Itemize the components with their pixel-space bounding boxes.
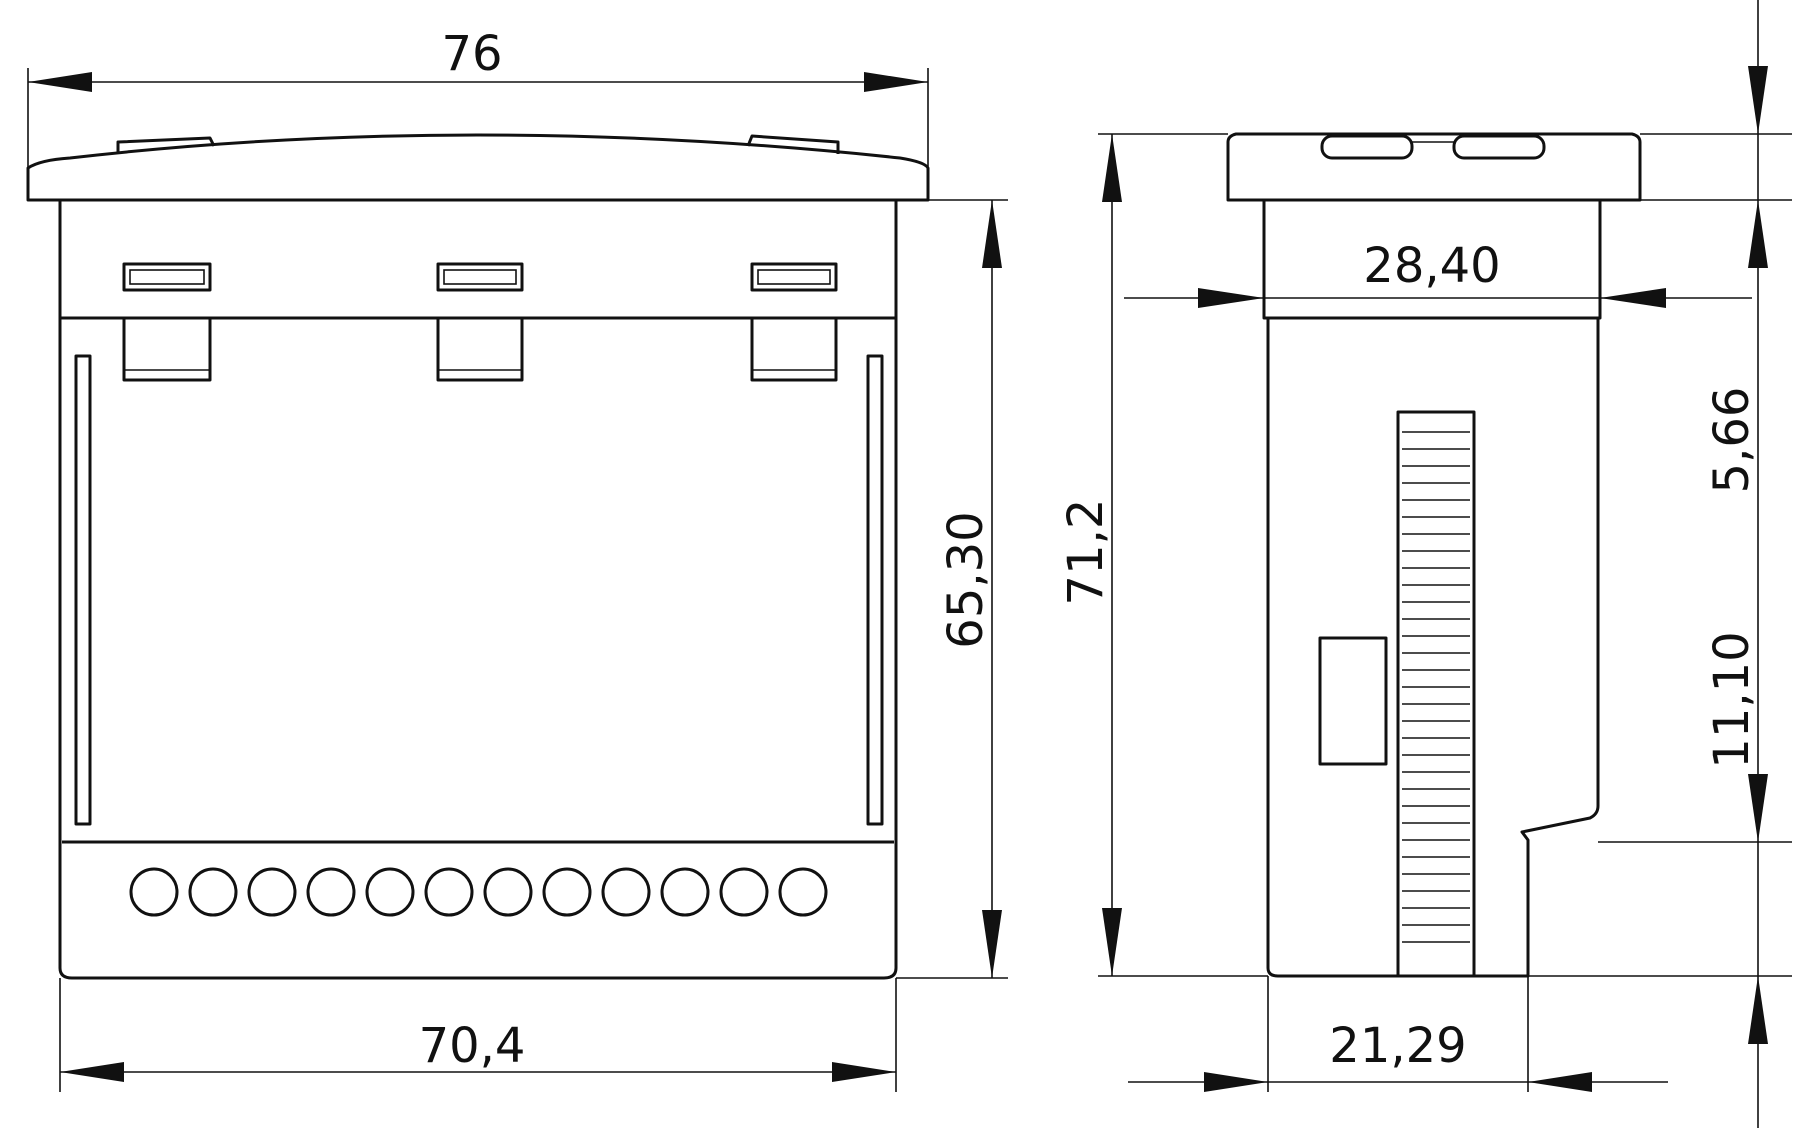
- connector-ribs: [1402, 431, 1470, 943]
- terminal-holes: [129, 867, 828, 917]
- dim-side-total-height: 71,2: [1058, 133, 1268, 977]
- front-bezel: [26, 133, 930, 202]
- dim-label-71-2: 71,2: [1058, 499, 1114, 606]
- dim-label-76: 76: [441, 26, 502, 82]
- front-lower-body: [58, 318, 898, 980]
- side-label-window: [1318, 636, 1388, 766]
- clip-leg-right: [750, 318, 838, 382]
- terminal-hole: [542, 867, 592, 917]
- side-rail-left: [74, 354, 92, 826]
- side-view: 71,2 28,40 21,29: [1058, 0, 1792, 1128]
- dim-label-28-40: 28,40: [1363, 238, 1500, 294]
- clip-slot-right: [750, 262, 838, 292]
- terminal-hole: [660, 867, 710, 917]
- terminal-hole: [306, 867, 356, 917]
- dim-side-body-width: 28,40: [1124, 238, 1752, 308]
- clip-slot-right-inner: [757, 269, 831, 285]
- terminal-hole: [129, 867, 179, 917]
- dim-front-height: 65,30: [896, 199, 1008, 979]
- bezel-tab-left: [116, 136, 216, 154]
- clip-slot-center: [436, 262, 524, 292]
- dim-side-right-verticals: 5,66 11,10: [1528, 0, 1792, 1128]
- clip-slot-center-inner: [443, 269, 517, 285]
- ribbed-connector: [1396, 410, 1476, 978]
- terminal-hole: [719, 867, 769, 917]
- side-bezel: [1226, 132, 1642, 202]
- terminal-hole: [601, 867, 651, 917]
- terminal-hole: [483, 867, 533, 917]
- terminal-hole: [247, 867, 297, 917]
- side-lower-body: [1266, 318, 1600, 978]
- dim-label-65-30: 65,30: [938, 511, 994, 648]
- dim-label-5-66: 5,66: [1704, 387, 1760, 494]
- front-view: 76 70,4 65,30: [26, 26, 1008, 1092]
- bezel-tab-right: [746, 134, 840, 154]
- key-right: [1452, 134, 1546, 160]
- terminal-hole: [365, 867, 415, 917]
- side-upper-body: [1262, 198, 1602, 320]
- front-upper-body: [58, 198, 898, 320]
- dim-label-70-4: 70,4: [419, 1018, 526, 1074]
- dim-label-21-29: 21,29: [1329, 1018, 1466, 1074]
- terminal-hole: [778, 867, 828, 917]
- clip-slot-left-inner: [129, 269, 205, 285]
- key-left: [1320, 134, 1414, 160]
- terminal-hole: [188, 867, 238, 917]
- clip-leg-left: [122, 318, 212, 382]
- dim-label-11-10: 11,10: [1704, 631, 1760, 768]
- dim-front-bottom-width: 70,4: [59, 978, 897, 1092]
- terminal-hole: [424, 867, 474, 917]
- dim-front-top-width: 76: [27, 26, 929, 200]
- clip-slot-left: [122, 262, 212, 292]
- dim-side-depth: 21,29: [1128, 976, 1668, 1092]
- side-rail-right: [866, 354, 884, 826]
- clip-leg-center: [436, 318, 524, 382]
